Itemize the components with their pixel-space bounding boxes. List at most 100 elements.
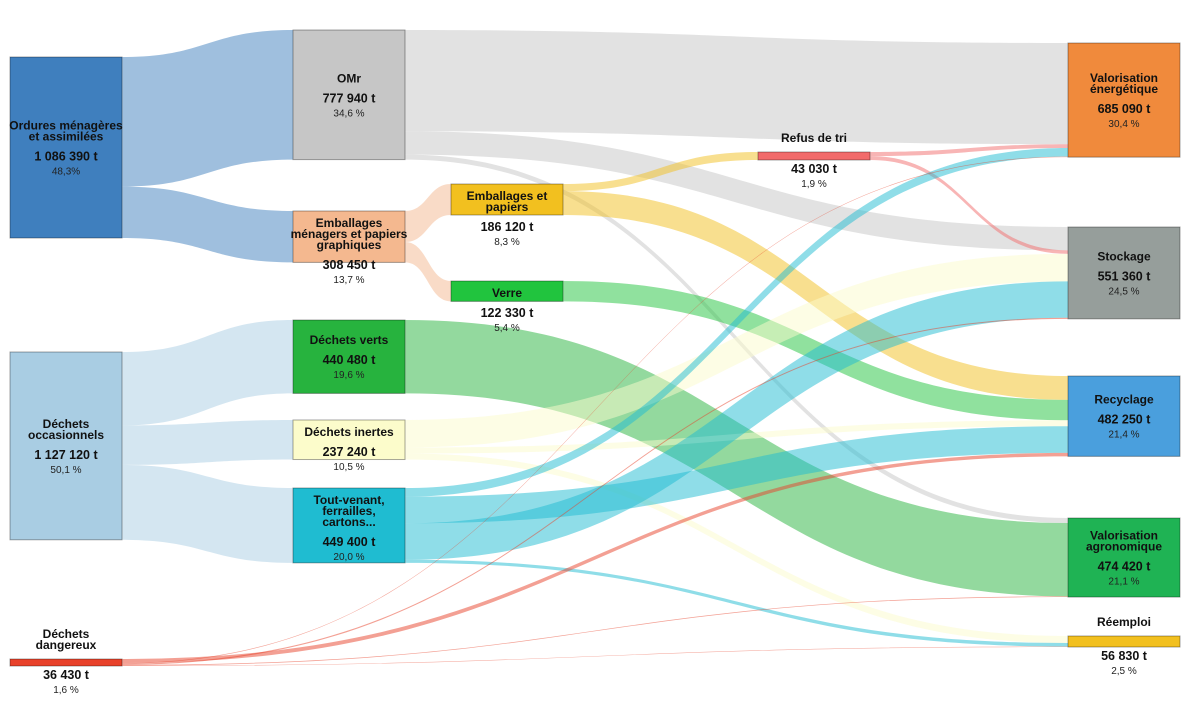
node-label-occas-1: occasionnels (28, 428, 104, 442)
node-value-occas: 1 127 120 t (34, 448, 98, 462)
flow-tout-to-valen (405, 147, 1068, 497)
node-pct-valag: 21,1 % (1108, 577, 1139, 588)
flow-embpap-to-recy (563, 191, 1068, 400)
flow-emb-to-embpap (405, 184, 451, 243)
flow-refus-to-stock (870, 156, 1068, 254)
node-label-ordures-0: Ordures ménagères (9, 119, 123, 133)
node-label-omr-0: OMr (337, 71, 361, 85)
node-pct-occas: 50,1 % (50, 465, 81, 476)
flow-dangereux-to-recy (122, 452, 1068, 664)
node-label-emb-0: Emballages (316, 216, 383, 230)
node-label-valen-0: Valorisation (1090, 71, 1158, 85)
flow-dangereux-to-valen (122, 156, 1068, 664)
flow-inertes-to-stock (405, 253, 1068, 448)
node-verts (292, 319, 406, 394)
node-omr (292, 29, 406, 161)
node-label-valen-1: énergétique (1090, 82, 1158, 96)
node-refus (757, 151, 871, 161)
node-pct-ordures: 48,3% (52, 167, 80, 178)
flow-refus-to-valen (870, 144, 1068, 157)
node-label-stock-0: Stockage (1097, 249, 1151, 263)
node-label-valag-1: agronomique (1086, 540, 1162, 554)
node-valag (1067, 517, 1181, 598)
node-pct-refus: 1,9 % (801, 179, 827, 190)
node-pct-verts: 19,6 % (333, 370, 364, 381)
node-label-recy-0: Recyclage (1094, 393, 1154, 407)
node-pct-inertes: 10,5 % (333, 462, 364, 473)
node-pct-recy: 21,4 % (1108, 430, 1139, 441)
node-value-refus: 43 030 t (791, 162, 838, 176)
flow-emb-to-verre (405, 242, 451, 302)
flow-omr-to-valen (405, 30, 1068, 145)
node-pct-stock: 24,5 % (1108, 286, 1139, 297)
node-recy (1067, 375, 1181, 457)
flow-embpap-to-refus (563, 152, 758, 192)
node-pct-emb: 13,7 % (333, 275, 364, 286)
node-ordures (9, 56, 123, 239)
flow-inertes-to-reemp (405, 453, 1068, 644)
node-value-omr: 777 940 t (323, 91, 377, 105)
node-pct-valen: 30,4 % (1108, 119, 1139, 130)
node-label-embpap-0: Emballages et (467, 189, 548, 203)
flow-occas-to-verts (122, 320, 293, 426)
node-value-verts: 440 480 t (323, 353, 377, 367)
node-pct-embpap: 8,3 % (494, 237, 520, 248)
node-reemp (1067, 635, 1181, 648)
node-dangereux (9, 658, 123, 667)
node-label-emb-2: graphiques (317, 238, 382, 252)
node-pct-tout: 20,0 % (333, 552, 364, 563)
flow-dangereux-to-valag (122, 596, 1068, 666)
node-label-verre-0: Verre (492, 286, 522, 300)
node-label-embpap-1: papiers (486, 200, 529, 214)
flow-dangereux-to-reemp (122, 646, 1068, 666)
flow-occas-to-tout (122, 464, 293, 563)
node-value-inertes: 237 240 t (323, 445, 377, 459)
node-valen (1067, 42, 1181, 158)
sankey-nodes (9, 29, 1181, 667)
flow-dangereux-to-stock (122, 317, 1068, 665)
node-label-dangereux-0: Déchets (43, 627, 90, 641)
node-verre (450, 280, 564, 302)
node-label-tout-2: cartons... (322, 515, 375, 529)
flow-omr-to-stock (405, 131, 1068, 251)
node-value-verre: 122 330 t (481, 306, 535, 320)
node-occas (9, 351, 123, 541)
node-label-valag-0: Valorisation (1090, 529, 1158, 543)
node-value-tout: 449 400 t (323, 535, 377, 549)
node-value-dangereux: 36 430 t (43, 668, 90, 682)
node-label-emb-1: ménagers et papiers (291, 227, 408, 241)
node-value-recy: 482 250 t (1098, 413, 1152, 427)
node-label-refus-0: Refus de tri (781, 131, 847, 145)
node-emb (292, 210, 406, 263)
node-value-valen: 685 090 t (1098, 102, 1152, 116)
node-value-stock: 551 360 t (1098, 269, 1152, 283)
flow-tout-to-reemp (405, 559, 1068, 647)
node-label-dangereux-1: dangereux (36, 638, 97, 652)
node-value-reemp: 56 830 t (1101, 649, 1148, 663)
node-value-emb: 308 450 t (323, 258, 377, 272)
node-value-ordures: 1 086 390 t (34, 150, 98, 164)
node-label-tout-1: ferrailles, (322, 504, 375, 518)
node-label-reemp-0: Réemploi (1097, 615, 1151, 629)
node-pct-omr: 34,6 % (333, 108, 364, 119)
node-embpap (450, 183, 564, 216)
node-pct-reemp: 2,5 % (1111, 666, 1137, 677)
node-label-verts-0: Déchets verts (310, 333, 389, 347)
node-tout (292, 487, 406, 564)
flow-occas-to-inertes (122, 420, 293, 465)
node-stock (1067, 226, 1181, 320)
node-label-tout-0: Tout-venant, (313, 493, 384, 507)
sankey-links (122, 30, 1068, 666)
node-inertes (292, 419, 406, 461)
node-label-ordures-1: et assimilées (29, 130, 104, 144)
flow-tout-to-stock (405, 281, 1068, 560)
node-pct-verre: 5,4 % (494, 323, 520, 334)
node-value-embpap: 186 120 t (481, 220, 535, 234)
node-value-valag: 474 420 t (1098, 560, 1152, 574)
node-pct-dangereux: 1,6 % (53, 685, 79, 696)
flow-ordures-to-emb (122, 186, 293, 263)
flow-ordures-to-omr (122, 30, 293, 187)
node-label-inertes-0: Déchets inertes (304, 425, 394, 439)
